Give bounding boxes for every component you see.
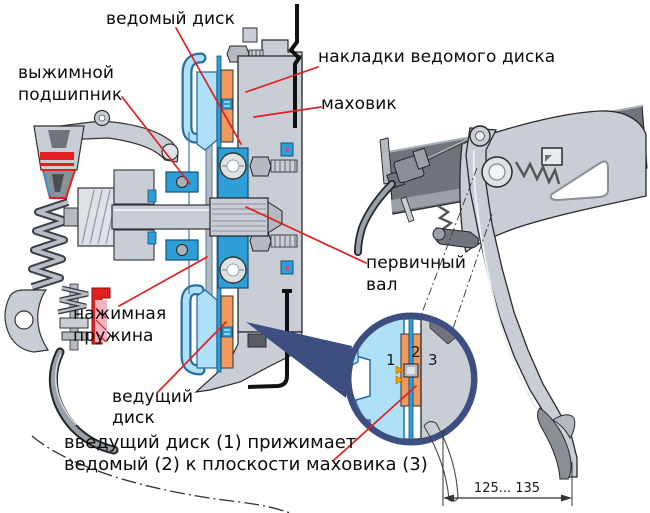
pedal-ghost-outline <box>423 420 459 502</box>
detail-marker-square <box>541 147 563 166</box>
inset-disc-plate <box>408 319 414 439</box>
pedal-pad <box>536 407 572 480</box>
bracket-spring <box>514 161 561 185</box>
pedal-travel-dimension: 125... 135 <box>442 430 573 506</box>
inset-number-2: 2 <box>411 343 421 361</box>
clutch-assembly <box>63 27 303 393</box>
flywheel-bolt-upper <box>249 156 298 177</box>
inset-number-3: 3 <box>428 351 438 369</box>
leader-pressure-spring <box>118 256 208 307</box>
leader-input-shaft <box>245 206 367 264</box>
projection-line-1 <box>419 167 478 319</box>
cable-path-centerline <box>31 435 291 513</box>
housing-lug <box>242 27 258 43</box>
adjuster-nut <box>59 317 89 329</box>
label-pressure-spring: нажимная пружина <box>73 304 167 346</box>
label-driven-disc: ведомый диск <box>106 9 235 29</box>
flywheel-bolt-lower <box>249 231 298 252</box>
input-shaft <box>111 204 217 230</box>
pressure-plate-bottom <box>196 289 218 369</box>
inset-number-1: 1 <box>386 351 396 369</box>
callout-lines <box>118 27 417 461</box>
cable-ferrule <box>386 147 431 190</box>
input-shaft-gear <box>77 187 115 247</box>
fork-ball-end <box>161 143 179 161</box>
label-linings: накладки ведомого диска <box>318 47 556 67</box>
bracket-cutout <box>549 160 609 202</box>
cable-rod <box>419 136 473 165</box>
caption-text: введущий диск (1) прижимает ведомый (2) … <box>64 432 428 475</box>
bearing-retainer-bottom <box>113 229 155 261</box>
leader-driven-disc <box>175 27 242 145</box>
inset-flywheel <box>420 319 471 439</box>
leader-linings <box>245 66 319 93</box>
leader-flywheel <box>253 106 322 118</box>
dim-arrow-right <box>561 494 572 502</box>
dimension-text: 125... 135 <box>474 481 540 496</box>
bearing-retainer-top <box>113 169 155 205</box>
leader-drive-disc <box>157 321 227 393</box>
seal-band <box>40 152 74 160</box>
flywheel-body <box>237 55 303 333</box>
shaft-splines <box>209 197 283 237</box>
leader-release-bearing <box>121 96 191 185</box>
inset-detail: 1 2 3 <box>246 312 478 446</box>
label-drive-disc: ведущий диск <box>112 387 194 428</box>
break-line-bottom <box>247 289 292 389</box>
pedal-assembly <box>354 105 648 480</box>
release-linkage <box>4 109 179 455</box>
pressure-arrow-2 <box>395 375 404 385</box>
label-release-bearing: выжимной подшипник <box>18 63 123 105</box>
dim-arrow-left <box>443 494 454 502</box>
release-bearing <box>165 171 199 261</box>
label-flywheel: маховик <box>321 94 397 114</box>
inset-pointer-wedge <box>246 322 352 398</box>
leader-caption <box>333 385 417 461</box>
pressure-arrow-1 <box>395 365 404 375</box>
label-input-shaft: первичный вал <box>366 253 466 295</box>
threaded-rod <box>69 283 79 351</box>
cable-sheath <box>354 180 396 256</box>
